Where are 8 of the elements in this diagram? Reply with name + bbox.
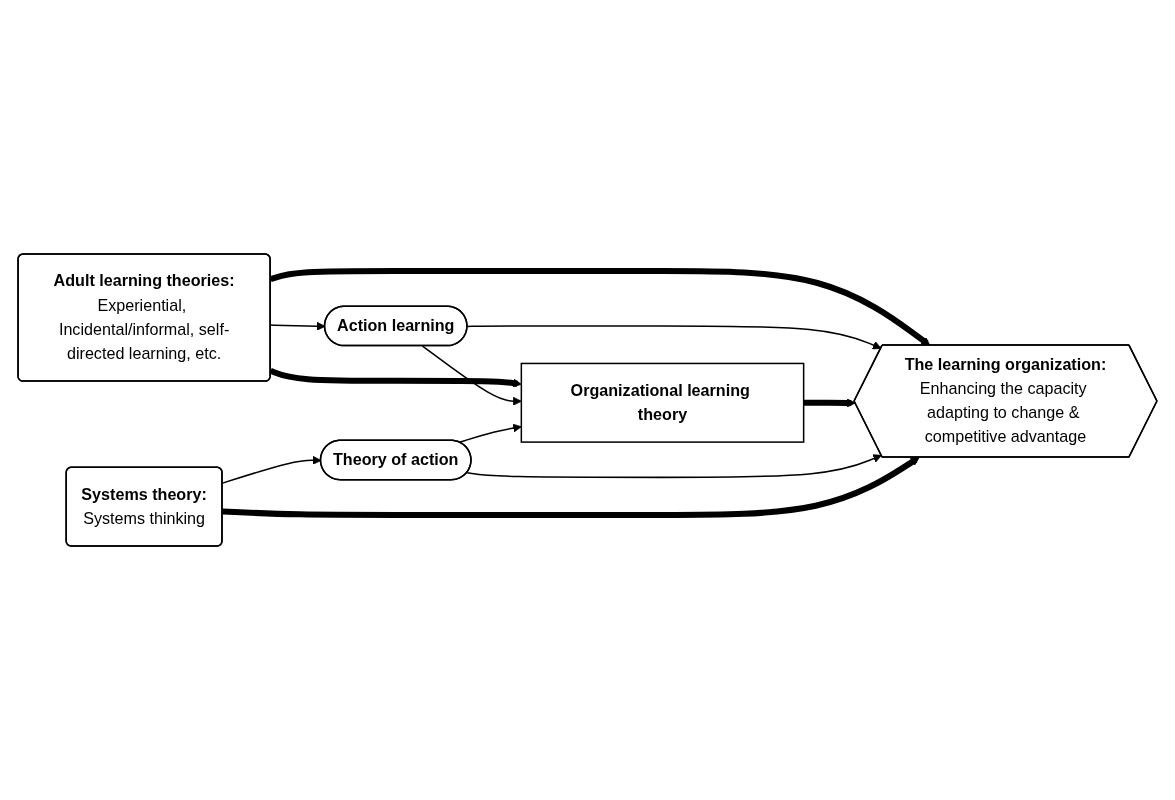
arrow [803, 398, 856, 408]
arrow [421, 345, 522, 406]
node-box: Organizational learning theory [520, 362, 805, 443]
arrow [222, 457, 920, 518]
arrow [458, 423, 522, 444]
arrow [466, 454, 882, 479]
arrow [466, 325, 882, 350]
arrow [269, 368, 522, 388]
